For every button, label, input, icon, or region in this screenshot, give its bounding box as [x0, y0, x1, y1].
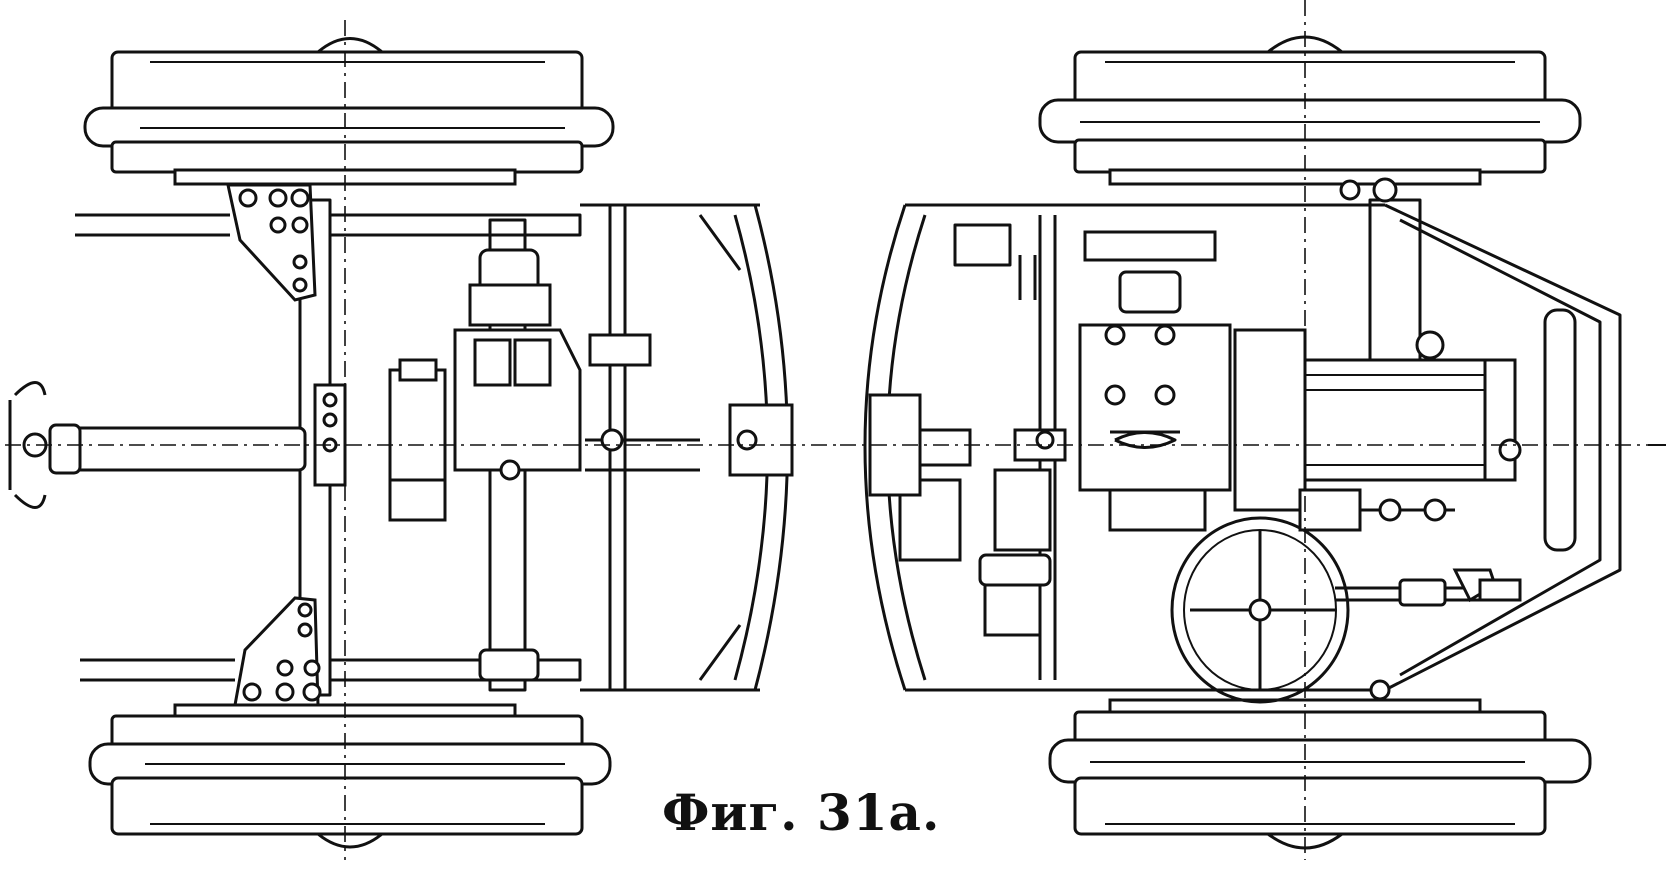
front-axle-unit — [840, 0, 1666, 860]
steering-wheel — [1170, 516, 1350, 704]
front-engine-block — [868, 270, 1577, 637]
rear-top-wheel — [83, 37, 615, 186]
steering-column — [1298, 488, 1522, 607]
rear-drawbar — [8, 381, 307, 509]
rear-frame — [75, 198, 794, 697]
rear-axle-differential — [313, 218, 652, 692]
rear-axle-unit — [5, 20, 840, 860]
rear-brackets — [226, 183, 322, 707]
front-top-wheel — [1038, 35, 1582, 186]
figure-caption: Фиг. 31а. — [662, 783, 941, 842]
front-bottom-wheel — [1048, 698, 1592, 850]
rear-bottom-wheel — [88, 703, 612, 849]
